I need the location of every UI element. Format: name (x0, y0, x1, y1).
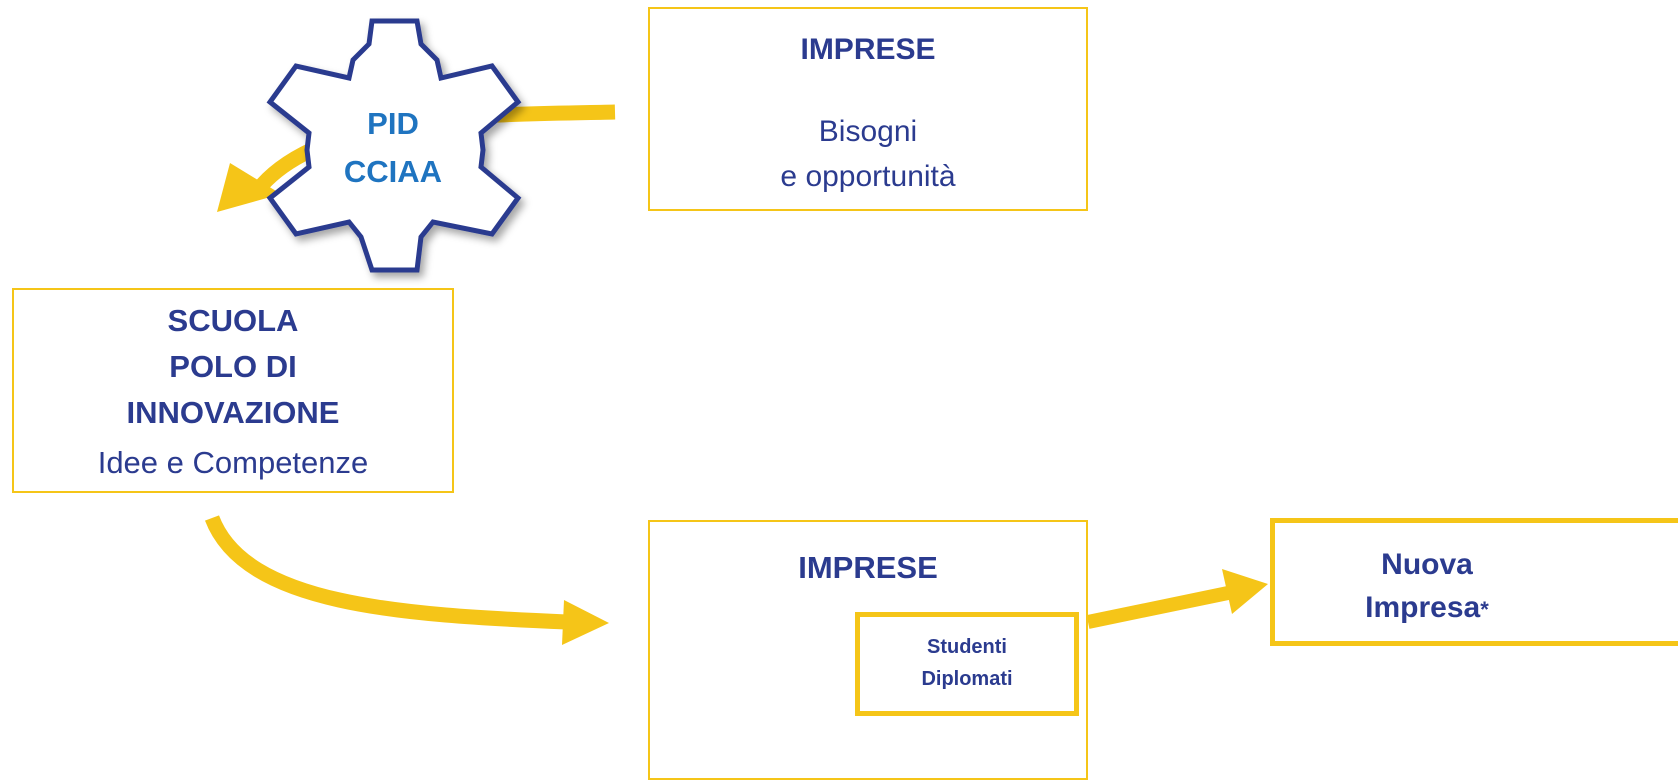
arrow-scuola-to-imprese (204, 515, 568, 630)
imprese-top-title: IMPRESE (800, 33, 936, 66)
nuova-impresa-box: Nuova Impresa* (1270, 518, 1678, 646)
arrow-imprese-to-scuola-head (217, 163, 281, 212)
nuova-line2: Impresa* (1275, 586, 1579, 631)
studenti-line1: Studenti (927, 636, 1007, 658)
scuola-line2: POLO DI (169, 349, 297, 384)
imprese-needs-box: IMPRESE Bisogni e opportunità (648, 7, 1088, 211)
gear-label: PID CCIAA (318, 100, 468, 196)
nuova-asterisk: * (1480, 597, 1489, 622)
gear-icon (266, 18, 522, 273)
imprese-top-subtitle: Bisogni e opportunità (650, 109, 1086, 199)
studenti-label: Studenti Diplomati (860, 631, 1074, 695)
nuova-impresa-label: Nuova Impresa* (1275, 543, 1579, 631)
arrow-imprese-to-nuova (1086, 586, 1230, 629)
arrow-scuola-to-imprese-head (562, 600, 609, 645)
scuola-title: SCUOLA POLO DI INNOVAZIONE (14, 298, 452, 436)
gear-label-line2: CCIAA (343, 154, 443, 189)
scuola-subtitle: Idee e Competenze (97, 445, 369, 480)
imprese-top-line2: e opportunità (780, 160, 956, 193)
studenti-line2: Diplomati (921, 668, 1013, 690)
nuova-line2-text: Impresa (1365, 591, 1481, 624)
imprese-top-line1: Bisogni (818, 115, 918, 148)
studenti-diplomati-box: Studenti Diplomati (855, 612, 1079, 716)
gear-label-line1: PID (367, 106, 419, 141)
arrow-imprese-to-nuova-head (1222, 569, 1268, 614)
scuola-box: SCUOLA POLO DI INNOVAZIONE Idee e Compet… (12, 288, 454, 493)
nuova-line1: Nuova (1381, 548, 1473, 581)
scuola-line3: INNOVAZIONE (126, 395, 340, 430)
imprese-bottom-title: IMPRESE (798, 550, 938, 585)
scuola-line1: SCUOLA (167, 303, 299, 338)
